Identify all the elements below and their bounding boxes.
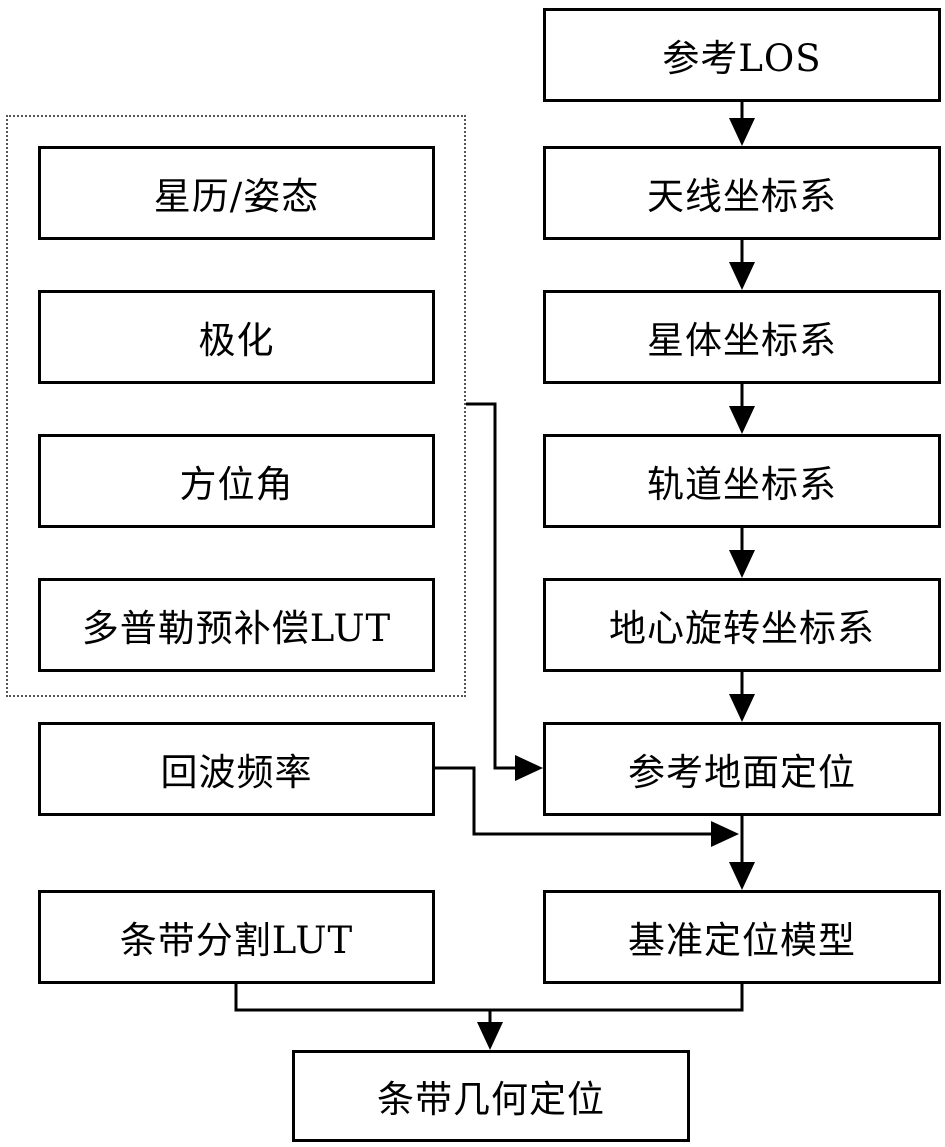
arrowhead-model [729, 862, 755, 890]
satellite-body-frame-box: 星体坐标系 [543, 290, 941, 384]
strip-geometric-location-box: 条带几何定位 [292, 1050, 690, 1142]
baseline-location-model-box: 基准定位模型 [543, 890, 941, 984]
connector-lut-merge [234, 984, 744, 1012]
arrowhead-orbit [729, 406, 755, 434]
arrowhead-group-refground [515, 755, 543, 781]
arrowhead-earth [729, 550, 755, 578]
arrowhead-body [729, 262, 755, 290]
antenna-frame-box: 天线坐标系 [543, 146, 941, 240]
orbit-frame-box: 轨道坐标系 [543, 434, 941, 528]
arrowhead-strip [477, 1022, 503, 1050]
arrowhead-refground [729, 694, 755, 722]
connector-group-refground [466, 402, 519, 770]
arrowhead-echo-merge [711, 821, 739, 847]
doppler-precompensation-lut-box: 多普勒预补偿LUT [38, 578, 435, 672]
earth-rotating-frame-box: 地心旋转坐标系 [543, 578, 941, 672]
reference-los-box: 参考LOS [543, 8, 941, 102]
azimuth-angle-box: 方位角 [38, 434, 435, 528]
connector-echo-merge [435, 766, 715, 836]
ephemeris-attitude-box: 星历/姿态 [38, 146, 435, 240]
echo-frequency-box: 回波频率 [38, 722, 435, 816]
polarization-box: 极化 [38, 290, 435, 384]
reference-ground-location-box: 参考地面定位 [543, 722, 941, 816]
parameter-group-border [6, 115, 466, 697]
arrowhead-antenna [729, 118, 755, 146]
strip-segmentation-lut-box: 条带分割LUT [38, 890, 435, 984]
